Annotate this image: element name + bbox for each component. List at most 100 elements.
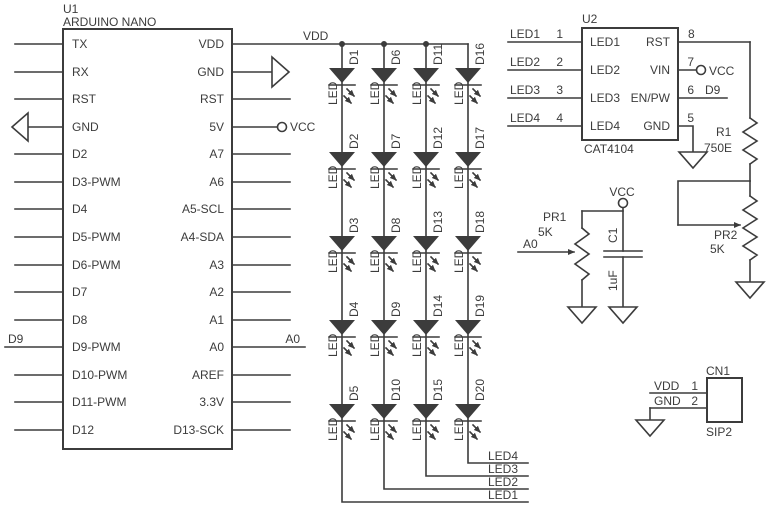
pin-label: RX <box>72 65 89 79</box>
pin-label: GND <box>197 65 224 79</box>
pr1-potentiometer: PR1 5K A0 <box>517 210 597 324</box>
u2-cat4104: U2 CAT4104 LED1 LED2 LED3 LED4 1 2 3 4 L… <box>507 12 751 169</box>
pin-label: D3-PWM <box>72 175 121 189</box>
led-value-label: LED <box>452 81 466 105</box>
designator-label: D16 <box>473 43 487 65</box>
vcc-terminal-icon <box>276 121 288 133</box>
c1-refdes: C1 <box>606 227 620 243</box>
u1-part-name: ARDUINO NANO <box>63 15 156 29</box>
led-value-label: LED <box>410 165 424 189</box>
net-label: LED2 <box>510 55 540 69</box>
u2-part-name: CAT4104 <box>584 142 634 156</box>
u1-left-pin-wires <box>4 43 64 431</box>
net-label: LED2 <box>488 475 518 489</box>
r1-refdes: R1 <box>716 125 732 139</box>
u2-body <box>581 27 679 141</box>
led-value-label: LED <box>452 333 466 357</box>
pin-label: A3 <box>209 258 224 272</box>
designator-label: D17 <box>473 127 487 149</box>
pin-label: VDD <box>199 37 225 51</box>
pin-label: D10-PWM <box>72 368 127 382</box>
pin-label: 3.3V <box>199 395 224 409</box>
pin-label: D2 <box>72 147 88 161</box>
pin-label: A7 <box>209 147 224 161</box>
pin-label: LED2 <box>590 63 620 77</box>
led-column3-wire <box>425 43 529 477</box>
net-label: LED3 <box>488 462 518 476</box>
led-value-label: LED <box>326 333 340 357</box>
designator-label: D14 <box>431 295 445 317</box>
led-matrix: VDD D1 D2 D3 D4 D5 D6 <box>231 29 529 503</box>
net-label-d9: D9 <box>705 83 721 97</box>
pin-label: A6 <box>209 175 224 189</box>
pin-label: EN/PW <box>631 91 671 105</box>
pin-label: A4-SDA <box>181 230 224 244</box>
u1-right-pin-wires <box>231 71 306 431</box>
pin-label: A0 <box>209 340 224 354</box>
pin-number: 8 <box>688 27 695 41</box>
designator-label: D5 <box>347 385 361 401</box>
net-label-vcc: VCC <box>290 120 316 134</box>
pin-label: D5-PWM <box>72 230 121 244</box>
vcc-terminal-icon <box>695 64 707 76</box>
pin-label: D8 <box>72 313 88 327</box>
net-label: LED1 <box>488 488 518 502</box>
pin-label: RST <box>72 92 97 106</box>
led-value-label: LED <box>326 81 340 105</box>
led-value-label: LED <box>368 417 382 441</box>
pr2-potentiometer: PR2 5K <box>677 180 765 299</box>
pin-label: RST <box>200 92 225 106</box>
cn1-connector: CN1 SIP2 VDD GND 1 2 <box>635 364 743 439</box>
pin-number: 4 <box>556 111 563 125</box>
pin-number: 3 <box>556 83 563 97</box>
cn1-body <box>706 377 743 423</box>
pin-number: 2 <box>556 55 563 69</box>
designator-label: D6 <box>389 49 403 65</box>
pin-label: D6-PWM <box>72 258 121 272</box>
u2-left-pin-wires <box>507 41 583 127</box>
pin-label: GND <box>72 120 99 134</box>
pr2-value: 5K <box>710 242 725 256</box>
pin-number: 1 <box>691 379 698 393</box>
ground-symbol-icon <box>608 306 638 324</box>
designator-label: D1 <box>347 49 361 65</box>
led-column1-wire <box>341 43 529 503</box>
designator-label: D20 <box>473 379 487 401</box>
cn1-part-name: SIP2 <box>706 425 732 439</box>
r1-value: 750E <box>704 141 732 155</box>
pr1-zigzag <box>573 226 591 282</box>
designator-label: D7 <box>389 133 403 149</box>
net-label: LED3 <box>510 83 540 97</box>
net-label: LED4 <box>510 111 540 125</box>
led-column2-wire <box>383 43 529 490</box>
pr1-refdes: PR1 <box>543 210 567 224</box>
r1-zigzag <box>741 116 759 166</box>
designator-label: D4 <box>347 301 361 317</box>
designator-label: D13 <box>431 211 445 233</box>
pr2-loop-wire <box>677 180 751 226</box>
pr2-zigzag <box>741 194 759 262</box>
net-label-vdd: VDD <box>654 379 680 393</box>
designator-label: D11 <box>431 44 445 65</box>
pin-label: TX <box>72 37 87 51</box>
ground-symbol-icon <box>635 419 665 437</box>
pin-number: 2 <box>691 394 698 408</box>
designator-label: D18 <box>473 211 487 233</box>
led-value-label: LED <box>326 165 340 189</box>
u2-gnd-wire <box>677 125 694 153</box>
designator-label: D3 <box>347 217 361 233</box>
pin-label: A2 <box>209 285 224 299</box>
pin-label: GND <box>643 119 670 133</box>
led-value-label: LED <box>410 249 424 273</box>
led-value-label: LED <box>410 81 424 105</box>
net-label-a0: A0 <box>523 237 538 251</box>
pin-label: D9-PWM <box>72 340 121 354</box>
ground-symbol-icon <box>735 281 765 299</box>
pin-label: 5V <box>209 120 224 134</box>
gnd-port-arrow-right-icon <box>271 55 291 89</box>
led-value-label: LED <box>326 417 340 441</box>
c1-value: 1uF <box>606 270 620 291</box>
cn1-refdes: CN1 <box>706 364 730 378</box>
